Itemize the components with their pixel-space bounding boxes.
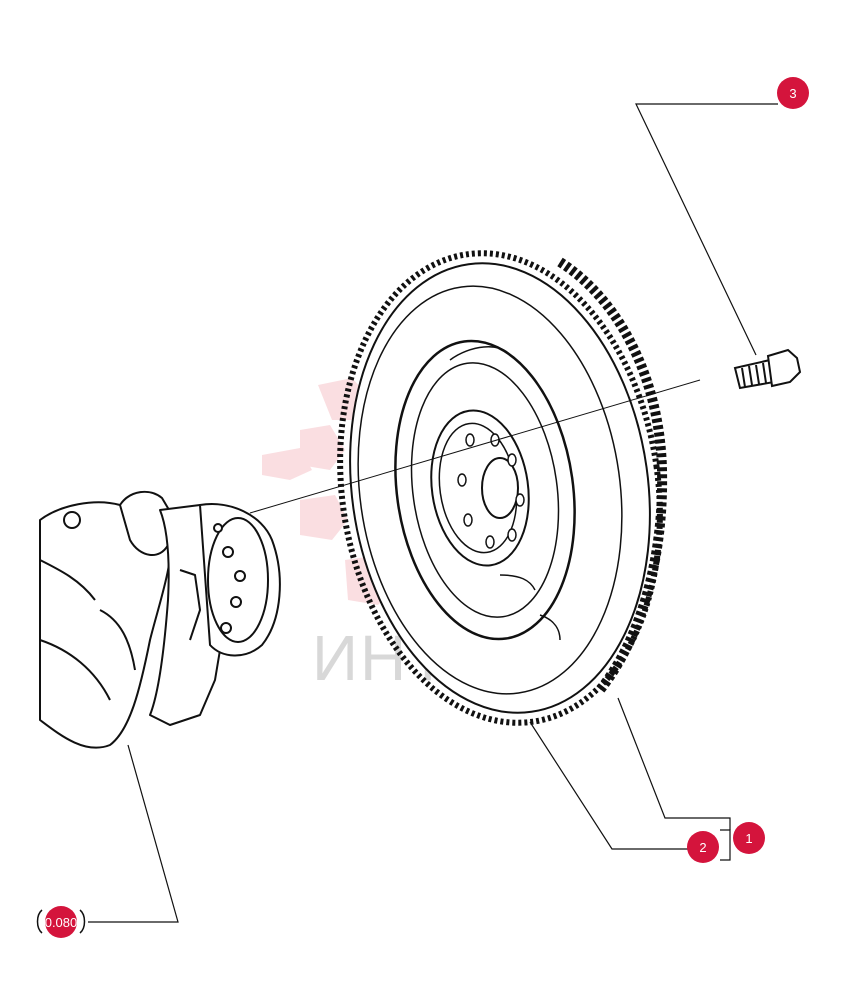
bracket-1-2 [720, 829, 731, 861]
reference-callout[interactable]: 0.080 [36, 906, 86, 938]
callout-2[interactable]: 2 [687, 831, 719, 863]
leader-line-ref [88, 744, 179, 923]
callout-2-label: 2 [699, 840, 706, 855]
callout-3-label: 3 [789, 86, 796, 101]
callout-1[interactable]: 1 [733, 822, 765, 854]
axis-line [249, 379, 701, 514]
leader-lines [88, 103, 778, 923]
leader-line-3 [635, 103, 778, 356]
leader-line-1 [617, 697, 731, 830]
bolt [733, 348, 802, 390]
callout-3[interactable]: 3 [777, 77, 809, 109]
callout-1-label: 1 [745, 831, 752, 846]
reference-label: 0.080 [45, 915, 78, 930]
crankshaft [39, 490, 281, 749]
flywheel [337, 250, 668, 726]
leader-line-2 [529, 721, 688, 850]
